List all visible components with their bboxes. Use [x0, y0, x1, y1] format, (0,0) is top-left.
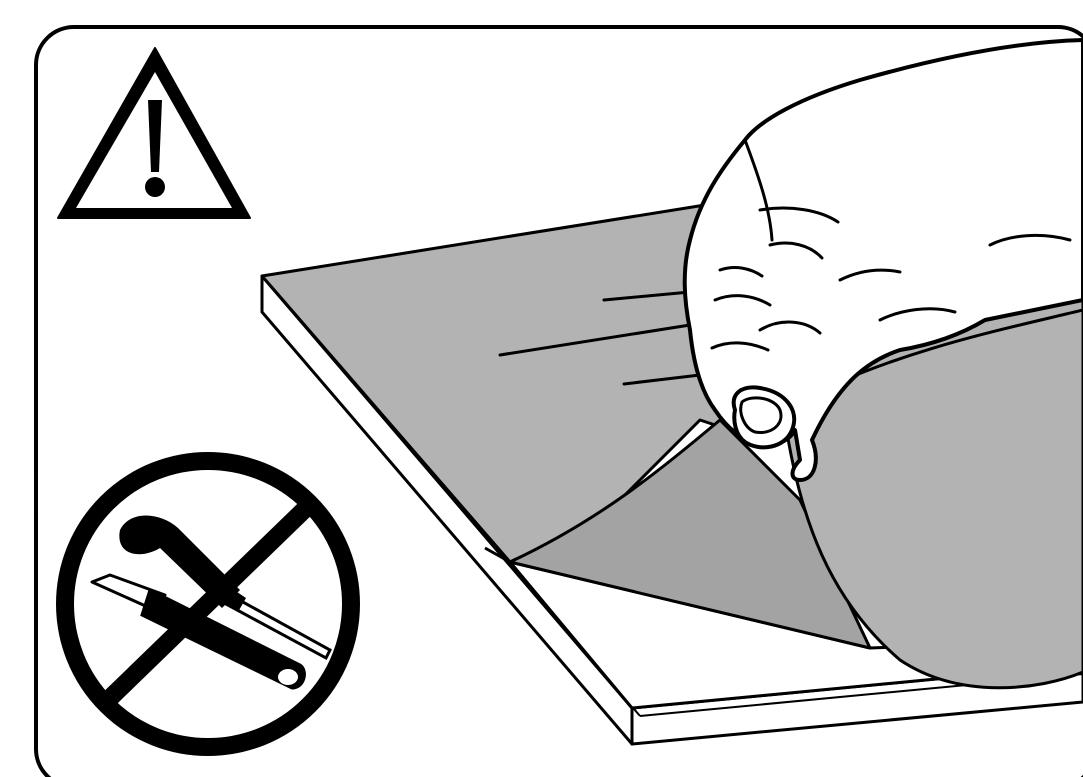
no-tools-icon — [65, 461, 351, 747]
warning-triangle-icon — [58, 48, 250, 218]
